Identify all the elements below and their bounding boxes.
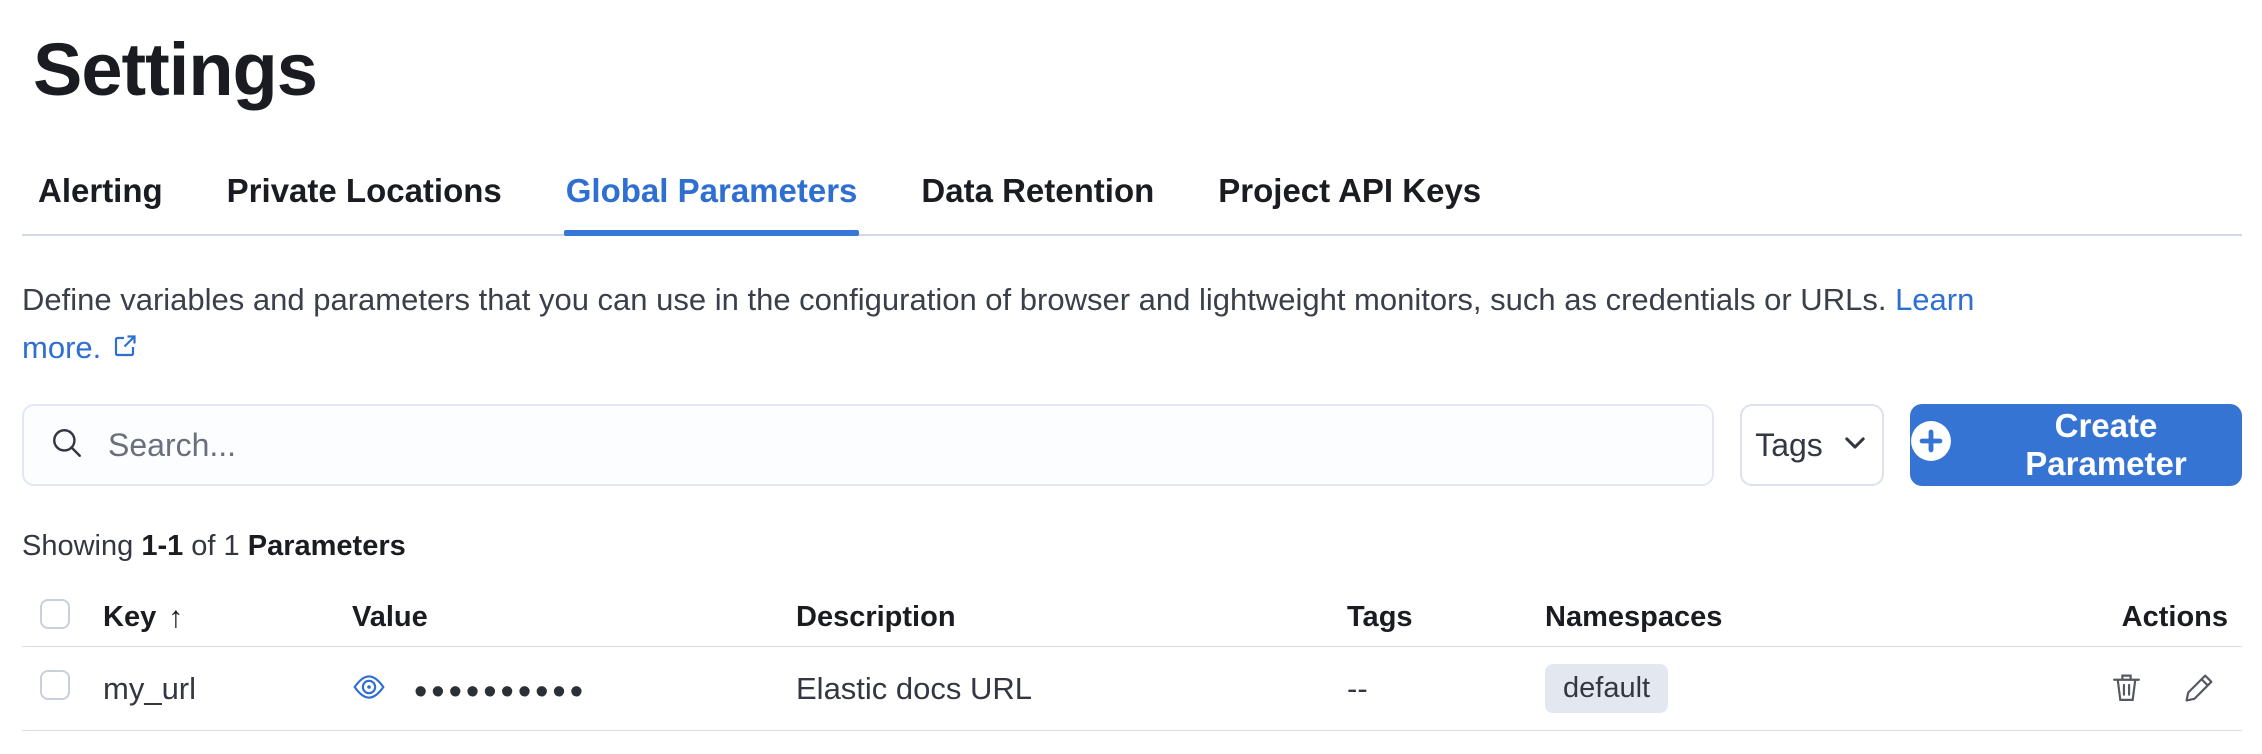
header-value: Value [352, 601, 428, 633]
eye-icon [352, 670, 386, 707]
search-icon [50, 426, 84, 465]
settings-tabbar: Alerting Private Locations Global Parame… [22, 146, 2242, 236]
delete-parameter-button[interactable] [2110, 671, 2143, 707]
namespace-badge: default [1545, 664, 1669, 713]
tab-global-parameters[interactable]: Global Parameters [563, 146, 860, 236]
header-actions: Actions [2121, 601, 2228, 633]
description-text: Define variables and parameters that you… [22, 282, 1887, 317]
header-description: Description [796, 601, 956, 633]
row-select-cell [22, 669, 85, 708]
pencil-icon [2183, 671, 2216, 707]
masked-value: •••••••••• [414, 670, 588, 713]
tab-data-retention[interactable]: Data Retention [921, 172, 1155, 209]
row-actions-cell [1967, 671, 2242, 707]
settings-page: Settings Alerting Private Locations Glob… [22, 28, 2242, 731]
chevron-down-icon [1841, 425, 1869, 465]
page-title: Settings [33, 28, 318, 111]
create-parameter-label: Create Parameter [2025, 407, 2187, 482]
row-description-cell: Elastic docs URL [796, 670, 1033, 706]
row-namespaces-cell: default [1527, 664, 1967, 713]
edit-parameter-button[interactable] [2183, 671, 2216, 707]
tab-private-locations[interactable]: Private Locations [226, 172, 502, 209]
parameters-toolbar: Tags Create Parameter [22, 404, 2242, 486]
table-header-row: Key ↑ Value Description Tags Namespaces … [22, 589, 2242, 647]
trash-icon [2110, 671, 2143, 707]
tab-alerting[interactable]: Alerting [38, 172, 163, 209]
results-entity: Parameters [247, 530, 406, 562]
reveal-value-button[interactable] [352, 670, 386, 707]
tags-filter-button[interactable]: Tags [1740, 404, 1884, 486]
row-value-cell: •••••••••• [334, 667, 778, 711]
external-link-icon [111, 326, 139, 374]
page-description: Define variables and parameters that you… [22, 276, 2242, 374]
parameters-table: Key ↑ Value Description Tags Namespaces … [22, 589, 2242, 731]
create-parameter-button[interactable]: Create Parameter [1910, 404, 2242, 486]
row-checkbox[interactable] [40, 669, 70, 700]
tags-filter-label: Tags [1755, 426, 1823, 463]
header-tags: Tags [1347, 601, 1413, 633]
results-summary: Showing 1-1 of 1 Parameters [22, 530, 406, 562]
search-input[interactable] [108, 426, 1686, 464]
select-all-checkbox[interactable] [40, 598, 70, 629]
header-namespaces: Namespaces [1545, 601, 1723, 633]
row-key-cell: my_url [103, 670, 197, 706]
results-range: 1-1 [141, 530, 184, 562]
search-box[interactable] [22, 404, 1714, 486]
header-key[interactable]: Key ↑ [103, 600, 184, 634]
table-row: my_url •••••••••• Elastic docs URL -- de… [22, 647, 2242, 731]
header-select-cell [22, 598, 85, 637]
tab-project-api-keys[interactable]: Project API Keys [1218, 172, 1482, 209]
sort-ascending-icon: ↑ [168, 600, 184, 634]
row-tags-cell: -- [1347, 670, 1368, 706]
plus-in-circle-icon [1910, 420, 1952, 470]
